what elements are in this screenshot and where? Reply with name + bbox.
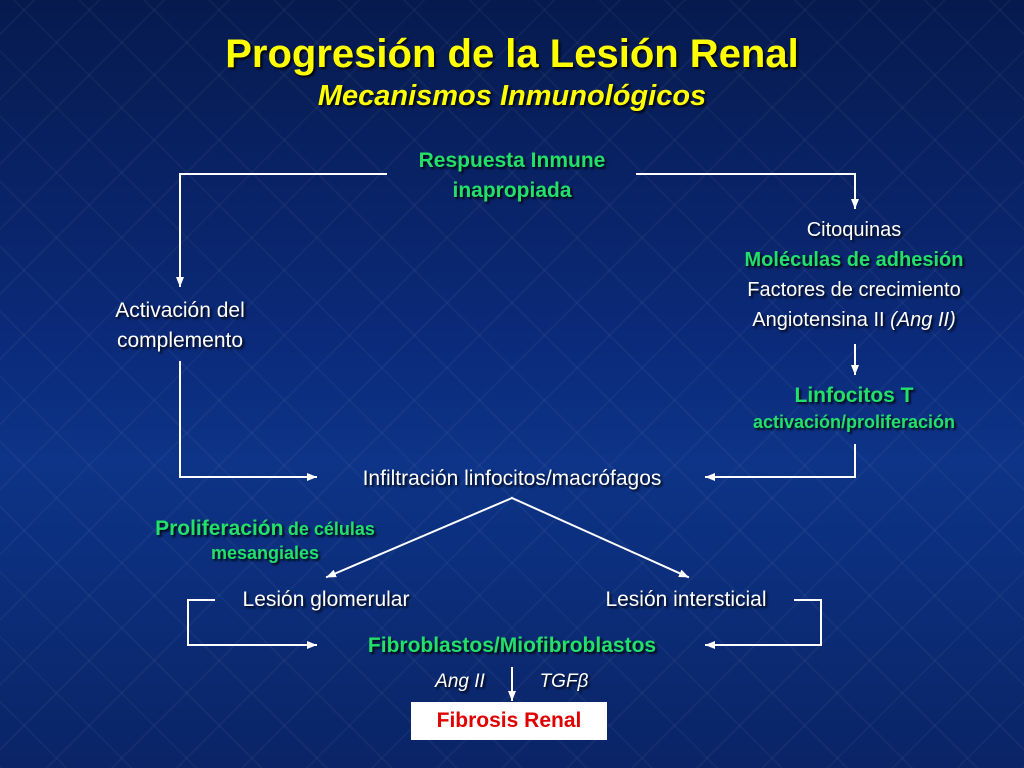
angiotensina-text: Angiotensina II [752,309,885,331]
complemento-line-1: Activación del [115,299,245,322]
arrow-infiltracion-to-intersticial [510,496,690,579]
tgf-beta-label: TGFβ [539,671,589,692]
respuesta-line-2: inapropiada [452,179,572,202]
slide-subtitle: Mecanismos Inmunológicos [317,80,707,112]
fibrosis-renal-label: Fibrosis Renal [436,709,582,732]
ang-ii-abbrev: (Ang II) [890,309,956,331]
proliferacion-bold: Proliferación [155,517,284,540]
complemento-node: Activación del complemento [60,296,300,356]
citoquinas-line-4: Angiotensina II (Ang II) [694,305,1014,335]
ang-ii-label: Ang II [435,671,485,692]
lesion-intersticial-node: Lesión intersticial [605,588,767,611]
citoquinas-line-1: Citoquinas [806,219,902,241]
arrow-infiltracion-to-glomerular [325,496,514,579]
arrow-glomerular-to-fibroblastos [187,599,317,649]
arrow-intersticial-to-fibroblastos [705,599,822,649]
slide-title: Progresión de la Lesión Renal [225,32,799,76]
proliferacion-rest: de células [287,519,375,539]
complemento-line-2: complemento [116,329,244,352]
linfocitos-node: Linfocitos T activación/proliferación [694,381,1014,433]
linfocitos-line-2: activación/proliferación [752,412,956,432]
arrow-respuesta-to-citoquinas [636,173,859,209]
arrow-linfocitos-to-infiltracion [705,444,856,481]
fibrosis-renal-box: Fibrosis Renal [411,702,607,740]
lesion-glomerular-node: Lesión glomerular [242,588,410,611]
proliferacion-node: Proliferación de células mesangiales [100,518,430,564]
proliferacion-line-2: mesangiales [210,543,320,563]
arrow-complemento-to-infiltracion [179,361,317,481]
arrow-respuesta-to-complemento [176,173,387,287]
infiltracion-node: Infiltración linfocitos/macrófagos [362,467,662,490]
respuesta-inmune-node: Respuesta Inmune inapropiada [372,146,652,206]
linfocitos-line-1: Linfocitos T [794,384,914,407]
respuesta-line-1: Respuesta Inmune [418,149,606,172]
citoquinas-node: Citoquinas Moléculas de adhesión Factore… [694,215,1014,335]
fibroblastos-node: Fibroblastos/Miofibroblastos [367,634,657,657]
citoquinas-line-3: Factores de crecimiento [747,279,961,301]
citoquinas-line-2: Moléculas de adhesión [744,249,964,271]
